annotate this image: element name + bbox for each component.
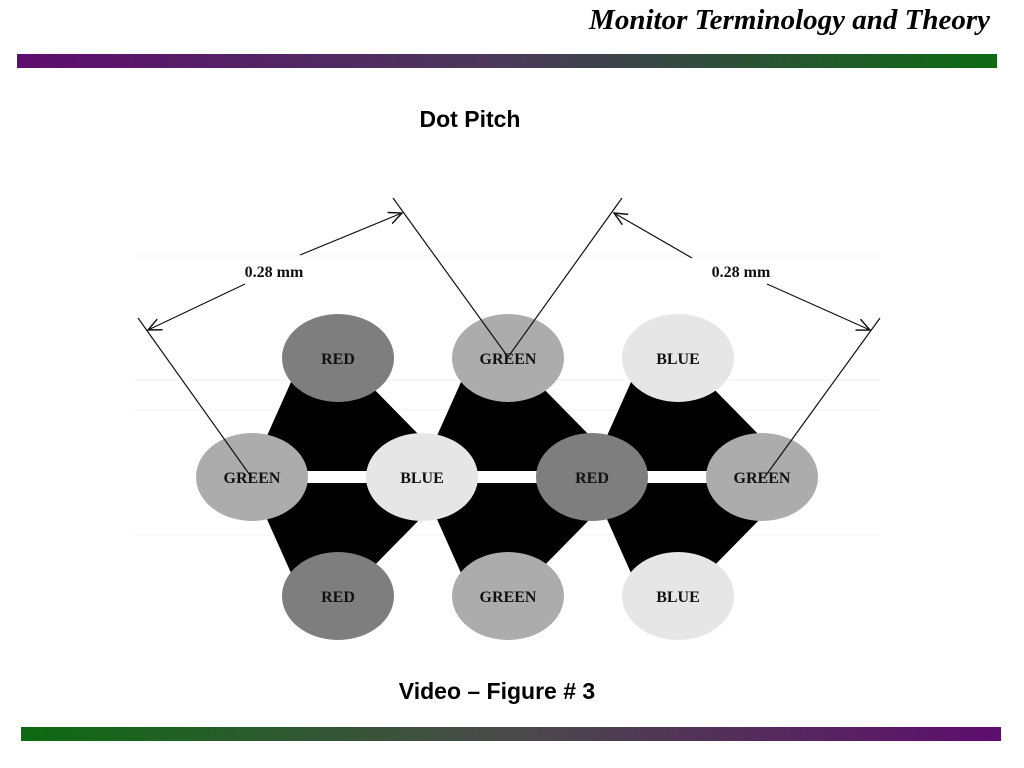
measure-label-left: 0.28 mm bbox=[245, 264, 304, 281]
phosphor-dot-green bbox=[706, 433, 818, 521]
connector-bar bbox=[300, 471, 372, 483]
phosphor-dots: RED GREEN BLUE GREEN BLUE RED GREEN RED GREEN BLU… bbox=[196, 314, 818, 640]
phosphor-dot-blue bbox=[622, 314, 734, 402]
phosphor-dot-green bbox=[452, 314, 564, 402]
connector-bars bbox=[300, 471, 712, 483]
pitch-line-left-a bbox=[137, 317, 253, 479]
phosphor-dot-red bbox=[282, 314, 394, 402]
figure-caption: Video – Figure # 3 bbox=[398, 678, 596, 704]
footer-divider-bar bbox=[21, 727, 1001, 741]
measurement-lines bbox=[137, 197, 881, 479]
phosphor-dot-blue bbox=[622, 552, 734, 640]
measure-label-right: 0.28 mm bbox=[712, 264, 771, 281]
dimension-arrow-right-head-a bbox=[614, 213, 693, 259]
phosphor-dot-label: BLUE bbox=[400, 470, 444, 487]
phosphor-dot-label: RED bbox=[321, 589, 355, 606]
phosphor-dot-label: BLUE bbox=[656, 351, 700, 368]
phosphor-dot-green bbox=[452, 552, 564, 640]
phosphor-dot-red bbox=[536, 433, 648, 521]
phosphor-dot-label: RED bbox=[321, 351, 355, 368]
connector-bar bbox=[640, 471, 712, 483]
header-divider-bar bbox=[17, 54, 997, 68]
slide-title: Dot Pitch bbox=[419, 106, 521, 132]
phosphor-dot-red bbox=[282, 552, 394, 640]
phosphor-dot-label: GREEN bbox=[480, 589, 537, 606]
connector-bar bbox=[470, 471, 542, 483]
dimension-arrow-right-head-b bbox=[766, 283, 870, 330]
phosphor-dot-label: GREEN bbox=[480, 351, 537, 368]
phosphor-dot-label: BLUE bbox=[656, 589, 700, 606]
phosphor-dot-blue bbox=[366, 433, 478, 521]
phosphor-dot-label: RED bbox=[575, 470, 609, 487]
phosphor-dot-label: GREEN bbox=[734, 470, 791, 487]
pitch-line-left-b bbox=[392, 197, 509, 358]
pitch-line-right-a bbox=[507, 197, 623, 358]
dimension-arrow-left-head-b bbox=[299, 213, 402, 256]
pitch-line-right-b bbox=[763, 317, 881, 479]
header-title: Monitor Terminology and Theory bbox=[589, 4, 990, 36]
phosphor-dot-label: GREEN bbox=[224, 470, 281, 487]
dimension-arrow-left-head-a bbox=[148, 283, 246, 330]
